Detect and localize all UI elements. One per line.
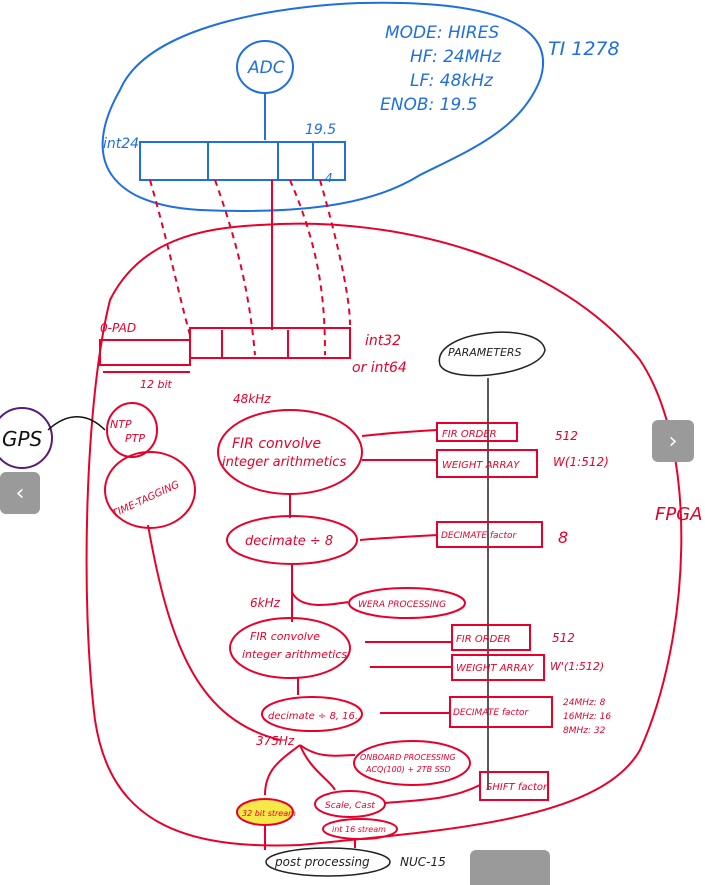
nuc-label: NUC-15: [400, 855, 446, 869]
adc-chip: TI 1278: [548, 38, 620, 60]
chevron-left-icon: ‹: [15, 480, 25, 506]
wera-node: [348, 587, 466, 619]
int24-label: int24: [103, 136, 139, 152]
stream16-node: [322, 818, 398, 840]
decimate-node-2: [261, 696, 363, 732]
adc-region: [101, 1, 545, 212]
fir-order-1-value: 512: [555, 429, 578, 443]
shift-factor-label: SHIFT factor: [486, 782, 548, 793]
marker-4: 4: [325, 171, 333, 185]
fir-order-1: [436, 422, 518, 442]
weight-array-1-label: WEIGHT ARRAY: [442, 460, 520, 471]
viewer-toolbar[interactable]: [470, 850, 550, 885]
onboard-label-a: ONBOARD PROCESSING: [360, 753, 456, 762]
decimate1-label: decimate ÷ 8: [245, 534, 333, 549]
wera-label: WERA PROCESSING: [358, 600, 446, 610]
ntp-ptp-node: [106, 402, 158, 458]
gps-node: [0, 407, 53, 469]
rate-6khz: 6kHz: [250, 596, 281, 610]
rate-48khz: 48kHz: [233, 392, 271, 406]
fir-node-1: [217, 409, 363, 495]
decimate-factor-1: [436, 521, 543, 548]
fir2-label-a: FIR convolve: [250, 630, 320, 643]
ptp-label: PTP: [125, 432, 145, 445]
weight-array-2: [451, 654, 545, 681]
decimate-16mhz: 16MHz: 16: [563, 712, 611, 722]
fir-order-2-value: 512: [552, 631, 575, 645]
weight-array-1: [436, 449, 538, 478]
adc-mode: MODE: HIRES: [385, 23, 499, 43]
timetagging-node: [104, 451, 196, 529]
decimate-factor-1-value: 8: [558, 528, 568, 547]
int32-label: int32: [365, 333, 401, 349]
fir-node-2: [229, 617, 351, 679]
scale-node: [314, 790, 386, 818]
fir2-label-b: integer arithmetics: [242, 648, 347, 661]
parameters-node: [438, 331, 546, 377]
decimate-24mhz: 24MHz: 8: [563, 698, 606, 708]
stream16-label: int 16 stream: [332, 825, 386, 834]
shift-factor: [479, 771, 549, 801]
onboard-label-b: ACQ(100) + 2TB SSD: [365, 765, 451, 774]
int64-label: or int64: [352, 360, 407, 376]
bits-19-5: 19.5: [305, 122, 336, 138]
zero-pad-field: [99, 339, 191, 366]
adc-hf: HF: 24MHz: [410, 47, 502, 67]
decimate2-label: decimate ÷ 8, 16..: [268, 711, 361, 722]
weight-array-1-value: W(1:512): [553, 455, 609, 469]
gps-label: GPS: [2, 427, 43, 451]
timetagging-label: TIME-TAGGING: [111, 479, 182, 520]
fir1-label-a: FIR convolve: [232, 436, 321, 452]
previous-image-button[interactable]: ‹: [0, 472, 40, 514]
decimate-factor-2-label: DECIMATE factor: [453, 708, 530, 718]
decimate-factor-2: [449, 696, 553, 728]
fir-order-1-label: FIR ORDER: [442, 429, 497, 440]
stream32-label: 32 bit stream: [242, 809, 296, 818]
next-image-button[interactable]: ›: [652, 420, 694, 462]
parameters-label: PARAMETERS: [448, 346, 522, 359]
fir-order-2: [451, 624, 531, 651]
fir1-label-b: integer arithmetics: [222, 455, 346, 470]
fpga-label: FPGA: [655, 504, 702, 525]
decimate-factor-1-label: DECIMATE factor: [441, 531, 518, 541]
adc-lf: LF: 48kHz: [410, 71, 494, 91]
zero-pad-label: 0-PAD: [100, 321, 136, 335]
adc-register: [139, 141, 346, 181]
rate-375hz: 375Hz: [256, 734, 295, 748]
post-processing-label: post processing: [274, 855, 370, 869]
weight-array-2-label: WEIGHT ARRAY: [456, 663, 534, 674]
post-processing-node: [265, 847, 391, 877]
chevron-right-icon: ›: [668, 428, 678, 454]
adc-enob: ENOB: 19.5: [380, 95, 477, 115]
int32-register: [189, 327, 351, 359]
decimate-8mhz: 8MHz: 32: [563, 726, 606, 736]
scale-label: Scale, Cast: [325, 801, 375, 811]
adc-label: ADC: [247, 58, 285, 78]
weight-array-2-value: W'(1:512): [550, 660, 604, 673]
fir-order-2-label: FIR ORDER: [456, 634, 511, 645]
ntp-label: NTP: [110, 418, 132, 431]
onboard-node: [353, 740, 471, 786]
bits-12-label: 12 bit: [140, 378, 173, 391]
